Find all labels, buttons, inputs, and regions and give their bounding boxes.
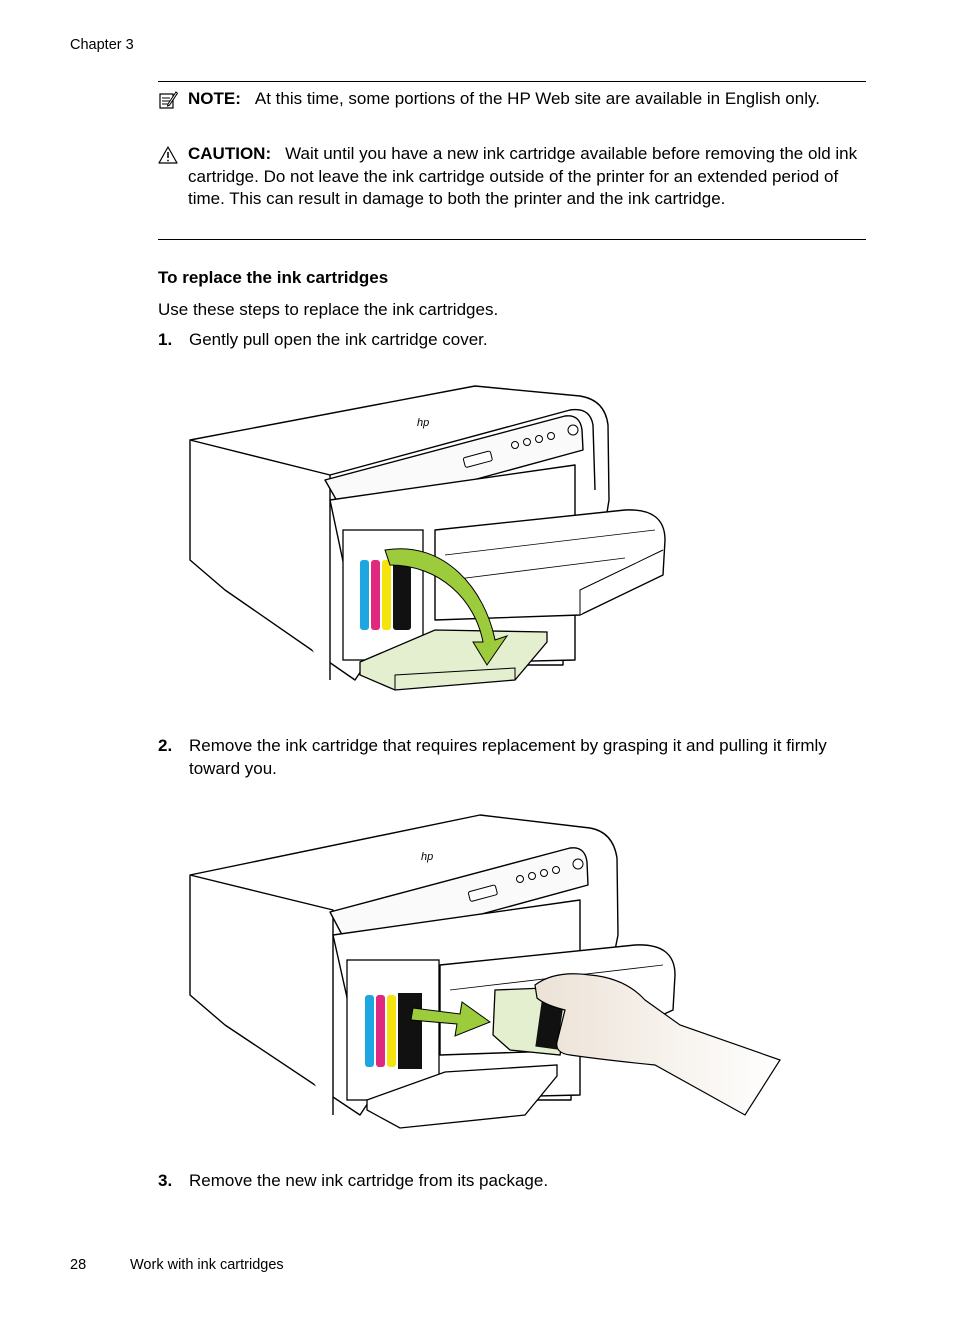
page-number: 28 <box>70 1257 87 1273</box>
cartridge-magenta <box>371 560 380 630</box>
cartridge-cyan <box>360 560 369 630</box>
procedure-heading: To replace the ink cartridges <box>158 268 389 287</box>
cartridge-magenta <box>376 995 385 1067</box>
step-number: 3. <box>158 1171 173 1190</box>
arrow-right-icon <box>410 1001 492 1037</box>
warning-triangle-icon <box>158 146 178 164</box>
logo-text: hp <box>421 851 433 863</box>
footer-section-title: Work with ink cartridges <box>130 1257 284 1273</box>
step-3: 3. Remove the new ink cartridge from its… <box>158 1170 848 1193</box>
step-number: 1. <box>158 330 173 349</box>
step-1: 1. Gently pull open the ink cartridge co… <box>158 329 848 352</box>
note-block: NOTE: At this time, some portions of the … <box>158 88 866 111</box>
note-icon <box>159 91 178 109</box>
step-text: Remove the ink cartridge that requires r… <box>189 736 827 778</box>
figure-open-cartridge-cover: hp <box>189 385 666 691</box>
step-2: 2. Remove the ink cartridge that require… <box>158 735 848 780</box>
cartridge-yellow <box>387 995 396 1067</box>
cartridge-black <box>393 558 411 630</box>
note-label: NOTE: <box>188 89 241 108</box>
logo-text: hp <box>417 417 429 429</box>
cartridge-cyan <box>365 995 374 1067</box>
empty-slot <box>398 993 422 1069</box>
figure-remove-cartridge: hp <box>189 814 781 1129</box>
note-body: At this time, some portions of the HP We… <box>254 89 820 108</box>
note-text: NOTE: At this time, some portions of the … <box>188 88 866 111</box>
bottom-rule <box>158 239 866 240</box>
caution-label: CAUTION: <box>188 144 272 163</box>
step-text: Gently pull open the ink cartridge cover… <box>189 330 488 349</box>
top-rule <box>158 81 866 82</box>
procedure-intro: Use these steps to replace the ink cartr… <box>158 300 499 319</box>
cartridge-yellow <box>382 560 391 630</box>
running-head: Chapter 3 <box>70 37 134 53</box>
caution-block: CAUTION:Wait until you have a new ink ca… <box>158 143 866 211</box>
cartridge-cover <box>366 1064 558 1129</box>
curved-arrow-icon <box>384 548 509 666</box>
hand <box>534 973 781 1116</box>
step-text: Remove the new ink cartridge from its pa… <box>189 1171 549 1190</box>
caution-body: Wait until you have a new ink cartridge … <box>188 144 858 208</box>
caution-text: CAUTION:Wait until you have a new ink ca… <box>188 143 866 211</box>
step-number: 2. <box>158 736 173 755</box>
